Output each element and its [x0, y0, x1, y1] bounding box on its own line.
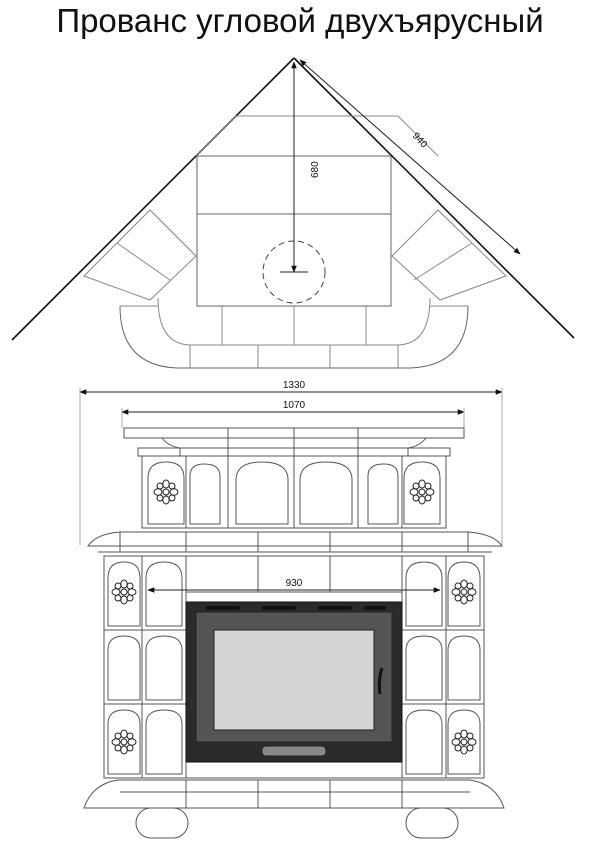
wall-left [11, 57, 295, 341]
door-handle [377, 667, 384, 695]
firebox-width-dimension-label: 930 [286, 578, 303, 589]
firebox [185, 601, 403, 763]
elevation-view [79, 388, 505, 839]
diagram-title: Прованс угловой двухъярусный [56, 2, 544, 39]
ash-drawer [261, 745, 327, 757]
total-width-dimension-label: 1330 [283, 380, 306, 391]
firebox-glass [213, 629, 375, 731]
wall-right [293, 57, 575, 339]
top-width-dimension-label: 1070 [283, 400, 306, 411]
plan-view [11, 57, 575, 369]
corner-side-dimension-label: 940 [410, 131, 430, 151]
depth-dimension-label: 680 [310, 161, 321, 178]
